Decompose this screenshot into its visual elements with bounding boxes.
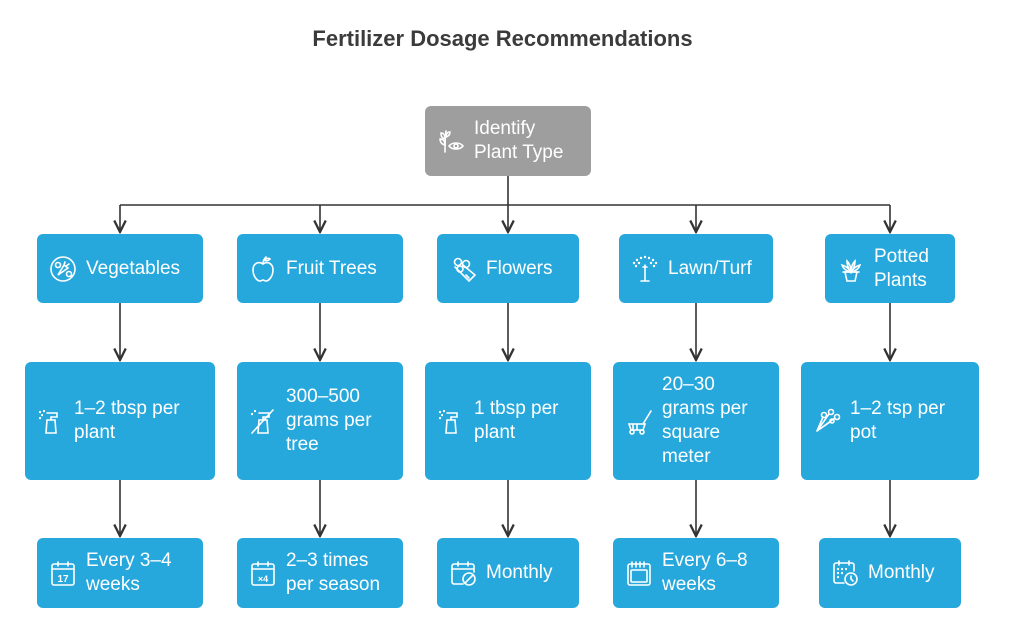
spray-bottle-icon bbox=[437, 407, 465, 435]
apple-icon bbox=[249, 255, 277, 283]
node-label: Monthly bbox=[868, 562, 935, 583]
node-label: Monthly bbox=[486, 562, 553, 583]
node-label: 2–3 times per season bbox=[286, 550, 381, 595]
node-label: Vegetables bbox=[86, 257, 181, 279]
svg-text:×4: ×4 bbox=[258, 574, 268, 584]
node-lawn-turf: Lawn/Turf bbox=[619, 234, 773, 303]
node-label: Lawn/Turf bbox=[668, 257, 752, 279]
calendar-x4-icon: ×4 bbox=[249, 559, 277, 587]
node-dosage-fruit-trees: 300–500 grams per tree bbox=[237, 362, 403, 480]
node-label: 300–500 grams per tree bbox=[286, 386, 372, 455]
lawn-spreader-icon bbox=[625, 407, 653, 435]
vegetables-icon bbox=[49, 255, 77, 283]
calendar-cancel-icon bbox=[449, 559, 477, 587]
node-dosage-lawn-turf: 20–30 grams per square meter bbox=[613, 362, 779, 480]
flower-bouquet-icon bbox=[449, 255, 477, 283]
seed-scatter-icon bbox=[813, 407, 841, 435]
node-label: 1 tbsp per plant bbox=[474, 398, 559, 443]
node-fruit-trees: Fruit Trees bbox=[237, 234, 403, 303]
node-label: 1–2 tbsp per plant bbox=[74, 398, 180, 443]
node-identify-plant-type: Identify Plant Type bbox=[425, 106, 591, 176]
node-frequency-vegetables: 17 Every 3–4 weeks bbox=[37, 538, 203, 608]
spray-bottle-slash-icon bbox=[249, 407, 277, 435]
node-label: Every 6–8 weeks bbox=[662, 550, 748, 595]
node-dosage-potted-plants: 1–2 tsp per pot bbox=[801, 362, 979, 480]
node-vegetables: Vegetables bbox=[37, 234, 203, 303]
node-label: Identify Plant Type bbox=[474, 118, 564, 163]
node-label: 1–2 tsp per pot bbox=[850, 398, 946, 443]
potted-plant-icon bbox=[837, 255, 865, 283]
sprinkler-icon bbox=[631, 255, 659, 283]
node-potted-plants: Potted Plants bbox=[825, 234, 955, 303]
diagram-title: Fertilizer Dosage Recommendations bbox=[312, 26, 693, 51]
node-label: Every 3–4 weeks bbox=[86, 550, 172, 595]
plant-eye-icon bbox=[437, 127, 465, 155]
calendar-blank-icon bbox=[625, 559, 653, 587]
node-dosage-flowers: 1 tbsp per plant bbox=[425, 362, 591, 480]
node-label: Potted Plants bbox=[874, 245, 929, 291]
spray-bottle-icon bbox=[37, 407, 65, 435]
node-frequency-flowers: Monthly bbox=[437, 538, 579, 608]
calendar-17-icon: 17 bbox=[49, 559, 77, 587]
svg-text:17: 17 bbox=[57, 574, 69, 585]
node-label: Flowers bbox=[486, 257, 553, 279]
node-label: 20–30 grams per square meter bbox=[662, 374, 748, 467]
node-frequency-potted-plants: Monthly bbox=[819, 538, 961, 608]
node-dosage-vegetables: 1–2 tbsp per plant bbox=[25, 362, 215, 480]
calendar-clock-icon bbox=[831, 559, 859, 587]
node-frequency-lawn-turf: Every 6–8 weeks bbox=[613, 538, 779, 608]
node-flowers: Flowers bbox=[437, 234, 579, 303]
node-frequency-fruit-trees: ×4 2–3 times per season bbox=[237, 538, 403, 608]
node-label: Fruit Trees bbox=[286, 257, 377, 279]
